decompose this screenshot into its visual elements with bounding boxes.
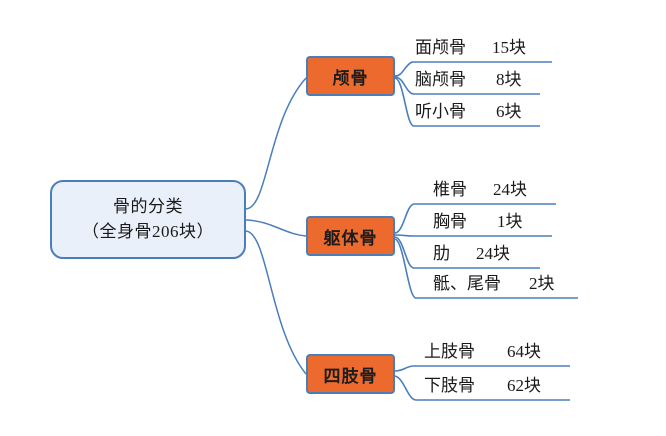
leaf-item[interactable]: 面颅骨 15块 [415, 32, 526, 58]
connector-root-to-branch-1 [245, 77, 307, 210]
root-node[interactable]: 骨的分类 （全身骨206块） [50, 180, 246, 259]
connector-root-to-branch-3 [245, 230, 307, 375]
leaf-label: 骶、尾骨 [433, 274, 501, 293]
leaf-count: 64块 [507, 342, 541, 361]
leaf-count: 15块 [492, 38, 526, 57]
leaf-item[interactable]: 听小骨 6块 [415, 96, 522, 122]
root-node-title: 骨的分类 [113, 196, 183, 216]
leaf-count: 6块 [496, 102, 522, 121]
root-node-subtitle: （全身骨206块） [82, 221, 214, 241]
leaf-count: 24块 [493, 180, 527, 199]
leaf-label: 听小骨 [415, 102, 466, 121]
leaf-item[interactable]: 胸骨 1块 [433, 206, 523, 232]
leaf-label: 胸骨 [433, 212, 467, 231]
leaf-label: 脑颅骨 [415, 70, 466, 89]
branch-label: 颅骨 [332, 68, 369, 88]
leaf-count: 1块 [497, 212, 523, 231]
branch-node-skull[interactable]: 颅骨 [306, 56, 395, 96]
leaf-label: 肋 [433, 244, 450, 263]
leaf-underline-2-2 [394, 234, 552, 237]
leaf-count: 62块 [507, 376, 541, 395]
leaf-count: 2块 [529, 274, 555, 293]
leaf-count: 8块 [496, 70, 522, 89]
leaf-label: 面颅骨 [415, 38, 466, 57]
leaf-item[interactable]: 上肢骨 64块 [424, 336, 541, 362]
leaf-label: 椎骨 [433, 180, 467, 199]
leaf-item[interactable]: 下肢骨 62块 [424, 370, 541, 396]
leaf-label: 下肢骨 [424, 376, 475, 395]
branch-label: 躯体骨 [323, 228, 378, 248]
leaf-item[interactable]: 脑颅骨 8块 [415, 64, 522, 90]
leaf-item[interactable]: 骶、尾骨 2块 [433, 268, 555, 294]
leaf-label: 上肢骨 [424, 342, 475, 361]
leaf-count: 24块 [476, 244, 510, 263]
branch-node-trunk[interactable]: 躯体骨 [306, 216, 395, 256]
branch-node-limbs[interactable]: 四肢骨 [306, 354, 395, 394]
branch-label: 四肢骨 [323, 366, 378, 386]
connector-root-to-branch-2 [245, 219, 307, 237]
leaf-item[interactable]: 椎骨 24块 [433, 174, 527, 200]
leaf-item[interactable]: 肋 24块 [433, 238, 510, 264]
